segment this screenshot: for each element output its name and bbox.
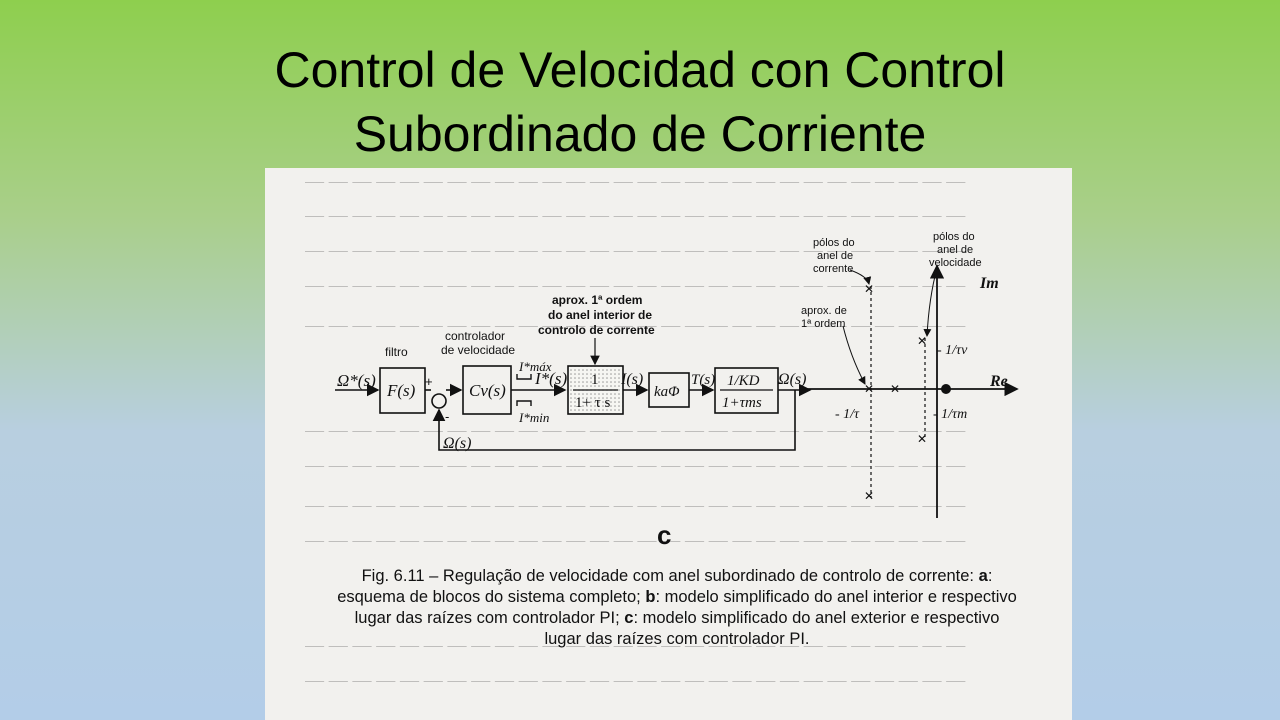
panel-letter-c: c [657, 520, 672, 550]
sum-plus: + [425, 374, 433, 389]
polos-velocidade-3: velocidade [929, 257, 982, 269]
scanned-figure: — — — — — — — — — — — — — — — — — — — — … [265, 168, 1072, 720]
pole-x: ✕ [864, 489, 874, 503]
bleed-through-line: — — — — — — — — — — — — — — — — — — — — … [305, 533, 966, 549]
mech-den: 1+τms [722, 395, 762, 411]
bleed-through-line: — — — — — — — — — — — — — — — — — — — — … [305, 498, 966, 514]
slide-title: Control de Velocidad con Control Subordi… [0, 38, 1280, 166]
figure-caption: Fig. 6.11 – Regulação de velocidade com … [337, 566, 1017, 650]
pole-x: ✕ [917, 432, 927, 446]
slide-title-line-1: Control de Velocidad con Control [274, 42, 1006, 98]
t-label: - 1/τ [835, 407, 860, 422]
slide-title-line-2: Subordinado de Corriente [353, 106, 927, 162]
bleed-through-line: — — — — — — — — — — — — — — — — — — — — … [305, 208, 966, 224]
feedback-path [432, 390, 796, 451]
filter-caption: filtro [385, 345, 408, 359]
sum-minus: - [445, 409, 449, 424]
zero-marker [941, 384, 951, 394]
re-label: Re [989, 373, 1008, 390]
aprox-1a-1: aprox. de [801, 305, 847, 317]
caption-part-c-text: : modelo simplificado do anel exterior e… [544, 609, 1000, 648]
filter-label: F(s) [386, 381, 416, 400]
caption-part-a-text: : esquema de blocos do sistema completo; [337, 567, 993, 606]
torque-gain-label: kaΦ [654, 384, 680, 400]
polos-corrente-1: pólos do [813, 237, 855, 249]
pole-x: ✕ [864, 382, 874, 396]
polos-corrente-2: anel de [817, 250, 853, 262]
bleed-through-line: — — — — — — — — — — — — — — — — — — — — … [305, 458, 966, 474]
aprox-caption-2: do anel interior de [548, 308, 652, 322]
caption-fig-number: Fig. 6.11 – Regulação de velocidade com … [361, 567, 975, 585]
imax-label: I*máx [518, 359, 552, 374]
tm-label: - 1/τm [933, 407, 967, 422]
bleed-through-line: — — — — — — — — — — — — — — — — — — — — … [305, 318, 966, 334]
caption-part-c-letter: c [624, 609, 634, 627]
arrow-aprox-1a [842, 325, 866, 385]
input-signal-label: Ω*(s) [337, 371, 376, 390]
inner-num: 1 [591, 372, 599, 388]
aprox-1a-2: 1ª ordem [801, 318, 845, 330]
feedback-label: Ω(s) [443, 435, 471, 452]
summing-junction [431, 393, 447, 409]
bleed-through-line: — — — — — — — — — — — — — — — — — — — — … [305, 423, 966, 439]
limiter-upper [516, 374, 532, 380]
caption-part-b-text: : modelo simplificado do anel interior e… [354, 588, 1017, 627]
controller-label: Cv(s) [469, 381, 506, 400]
bleed-through-line: — — — — — — — — — — — — — — — — — — — — … [305, 174, 966, 190]
caption-part-a-letter: a [978, 567, 988, 585]
im-label: Im [979, 275, 999, 292]
current-ref-label: I*(s) [534, 369, 567, 388]
caption-part-b-letter: b [645, 588, 656, 606]
block-diagram: Ω*(s) filtro F(s) + - controlador de vel… [335, 231, 1019, 518]
bleed-through-line: — — — — — — — — — — — — — — — — — — — — … [305, 638, 966, 654]
aprox-caption-3: controlo de corrente [538, 323, 655, 337]
pole-x: ✕ [890, 382, 900, 396]
output-label: Ω(s) [778, 371, 806, 388]
mech-num: 1/KD [727, 373, 760, 389]
polos-velocidade-1: pólos do [933, 231, 975, 243]
inner-den: 1+ τ s [575, 395, 610, 411]
arrow-polos-corrente [849, 269, 872, 285]
limiter-lower [516, 400, 532, 406]
arrow-polos-velocidade [923, 267, 938, 337]
imin-label: I*min [518, 410, 549, 425]
polos-velocidade-2: anel de [937, 244, 973, 256]
aprox-caption-1: aprox. 1ª ordem [552, 293, 642, 307]
bleed-through-line: — — — — — — — — — — — — — — — — — — — — … [305, 278, 966, 294]
controller-caption-2: de velocidade [441, 343, 515, 357]
torque-label: T(s) [691, 372, 715, 388]
pole-x: ✕ [864, 282, 874, 296]
current-out-label: I(s) [620, 371, 643, 388]
bleed-through-line: — — — — — — — — — — — — — — — — — — — — … [305, 673, 966, 689]
polos-corrente-3: corrente [813, 263, 853, 275]
pole-x: ✕ [917, 334, 927, 348]
bleed-through-line: — — — — — — — — — — — — — — — — — — — — … [305, 243, 966, 259]
tv-label: - 1/τv [937, 343, 968, 358]
controller-caption-1: controlador [445, 329, 505, 343]
